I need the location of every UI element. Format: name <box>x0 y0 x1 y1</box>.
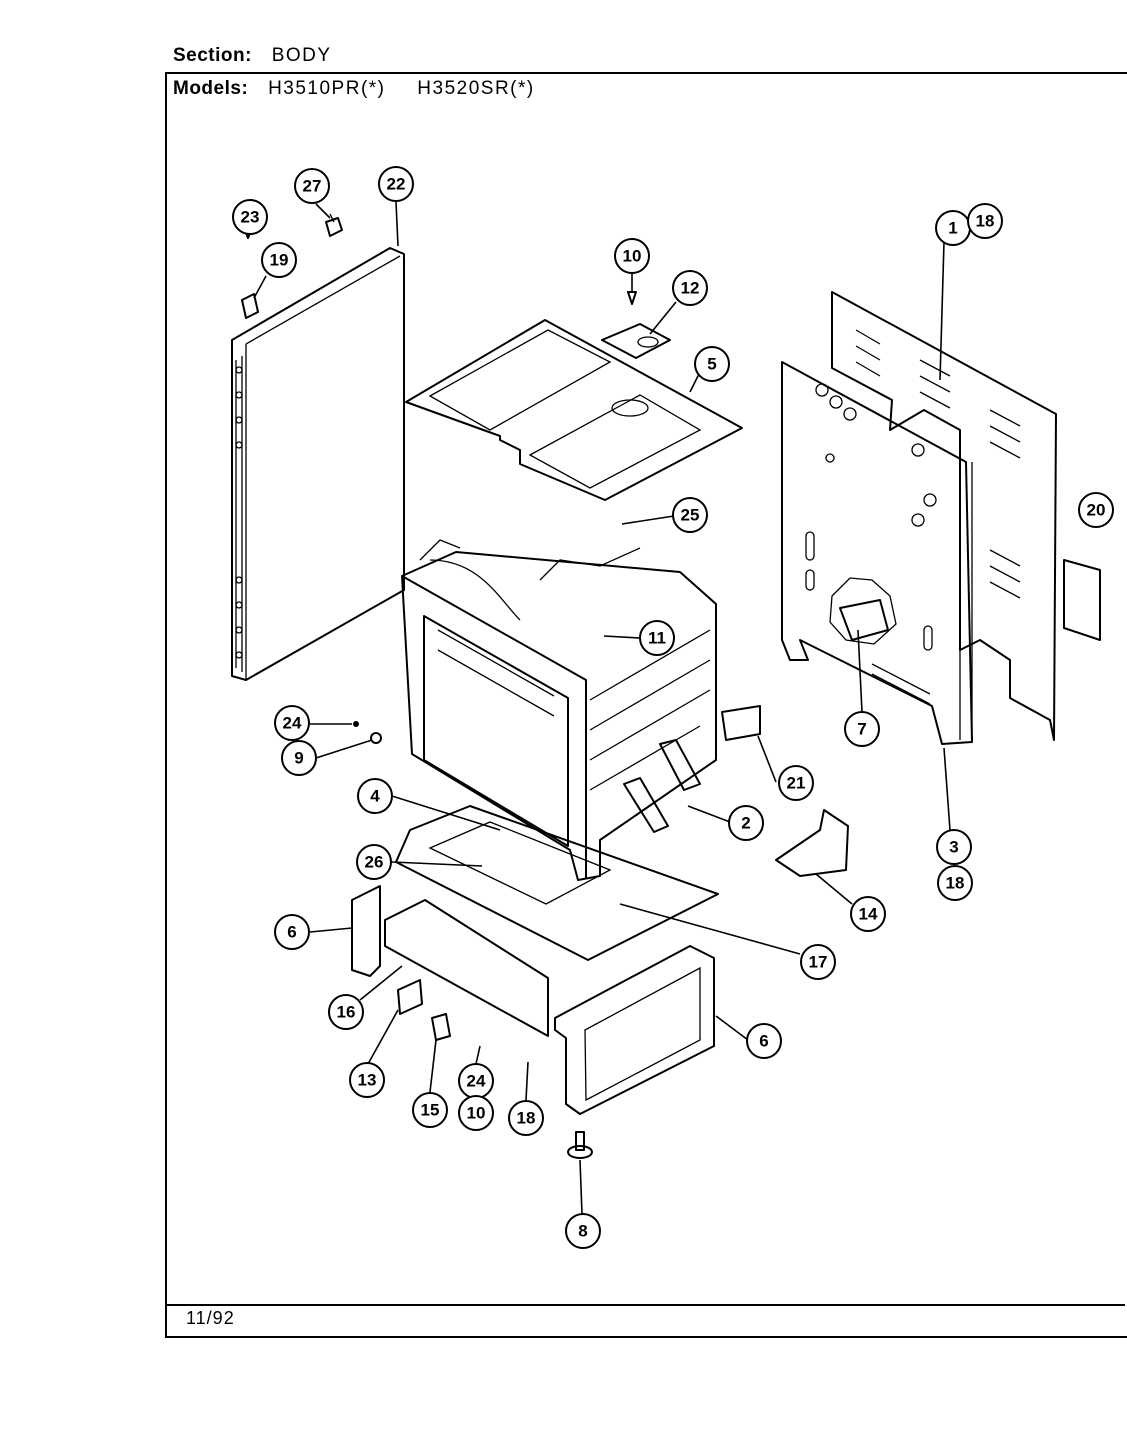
vent-part-12 <box>601 323 671 359</box>
callout-10-top: 10 <box>614 238 650 274</box>
callout-12: 12 <box>672 270 708 306</box>
callout-19: 19 <box>261 242 297 278</box>
svg-text:18: 18 <box>946 874 965 893</box>
callout-23: 23 <box>232 199 268 235</box>
side-panel-right <box>781 361 973 745</box>
exploded-parts-diagram: 27 22 23 19 10 12 5 1 18 25 11 24 9 7 21… <box>231 166 1114 1249</box>
callout-13: 13 <box>349 1062 385 1098</box>
svg-text:8: 8 <box>578 1222 587 1241</box>
callout-25: 25 <box>672 497 708 533</box>
callout-22: 22 <box>378 166 414 202</box>
svg-text:10: 10 <box>467 1104 486 1123</box>
bracket-part-13 <box>397 979 423 1015</box>
callout-3: 3 <box>936 829 972 865</box>
section-label: Section: <box>173 45 252 66</box>
clip-part-27 <box>325 213 343 237</box>
svg-text:12: 12 <box>681 279 700 298</box>
callout-6-right: 6 <box>746 1023 782 1059</box>
svg-text:25: 25 <box>681 506 700 525</box>
callout-24-bottom: 24 <box>458 1063 494 1099</box>
svg-text:18: 18 <box>976 212 995 231</box>
svg-text:14: 14 <box>859 905 878 924</box>
callout-2: 2 <box>728 805 764 841</box>
callout-4: 4 <box>357 778 393 814</box>
callout-9: 9 <box>281 740 317 776</box>
svg-text:23: 23 <box>241 208 260 227</box>
callout-14: 14 <box>850 896 886 932</box>
oven-cavity <box>401 539 717 881</box>
svg-text:6: 6 <box>759 1032 768 1051</box>
leader-lines <box>247 201 951 1215</box>
diagram-frame <box>165 72 1127 1338</box>
svg-text:4: 4 <box>370 787 380 806</box>
svg-text:19: 19 <box>270 251 289 270</box>
bracket-part-7 <box>839 599 889 641</box>
callout-18-top: 18 <box>967 203 1003 239</box>
svg-text:15: 15 <box>421 1101 440 1120</box>
svg-text:18: 18 <box>517 1109 536 1128</box>
svg-text:24: 24 <box>283 714 302 733</box>
svg-text:13: 13 <box>358 1071 377 1090</box>
svg-text:17: 17 <box>809 953 828 972</box>
bracket-part-19 <box>241 293 259 319</box>
revision-date: 11/92 <box>186 1308 235 1328</box>
callout-18-bottom: 18 <box>508 1100 544 1136</box>
bracket-part-20 <box>1063 559 1101 641</box>
bracket-part-21 <box>721 705 761 741</box>
callout-10-bottom: 10 <box>458 1095 494 1131</box>
svg-text:9: 9 <box>294 749 303 768</box>
callout-21: 21 <box>778 765 814 801</box>
svg-text:27: 27 <box>303 177 322 196</box>
screw-part-10 <box>627 291 637 305</box>
nut-part-9 <box>370 732 382 744</box>
section-header: Section: BODY <box>173 45 358 67</box>
svg-text:5: 5 <box>707 355 716 374</box>
bracket-part-14 <box>775 809 849 877</box>
callout-24-left: 24 <box>274 705 310 741</box>
callout-5: 5 <box>694 346 730 382</box>
hinge-part-2 <box>623 739 701 833</box>
side-panel-left <box>231 247 405 681</box>
callout-6-left: 6 <box>274 914 310 950</box>
callout-7: 7 <box>844 711 880 747</box>
oven-bottom <box>395 805 719 961</box>
svg-text:7: 7 <box>857 720 866 739</box>
svg-text:22: 22 <box>387 175 406 194</box>
callout-1: 1 <box>935 210 971 246</box>
callout-8: 8 <box>565 1213 601 1249</box>
svg-text:2: 2 <box>741 814 750 833</box>
svg-text:16: 16 <box>337 1003 356 1022</box>
callout-17: 17 <box>800 944 836 980</box>
model-1: H3510PR(*) <box>268 78 386 99</box>
svg-text:26: 26 <box>365 853 384 872</box>
model-2: H3520SR(*) <box>417 78 535 99</box>
callout-18-right: 18 <box>937 865 973 901</box>
screw-part-24a <box>353 721 359 727</box>
callout-16: 16 <box>328 994 364 1030</box>
svg-text:10: 10 <box>623 247 642 266</box>
svg-text:11: 11 <box>648 629 666 648</box>
callout-20-partial: 20 <box>1078 492 1114 528</box>
models-label: Models: <box>173 78 249 99</box>
svg-text:1: 1 <box>948 219 957 238</box>
callout-15: 15 <box>412 1092 448 1128</box>
section-value: BODY <box>271 45 332 66</box>
base-frame <box>351 885 715 1115</box>
svg-text:24: 24 <box>467 1072 486 1091</box>
clip-part-15 <box>431 1013 451 1041</box>
callout-11: 11 <box>639 620 675 656</box>
svg-text:20: 20 <box>1087 501 1106 520</box>
footer-divider <box>165 1304 1125 1306</box>
callout-27: 27 <box>294 168 330 204</box>
svg-text:3: 3 <box>949 838 958 857</box>
callout-26: 26 <box>356 844 392 880</box>
svg-text:6: 6 <box>287 923 296 942</box>
leveling-leg-8 <box>567 1131 593 1159</box>
top-cover <box>405 319 743 501</box>
models-header: Models: H3510PR(*) H3520SR(*) <box>173 78 561 100</box>
svg-text:21: 21 <box>787 774 806 793</box>
